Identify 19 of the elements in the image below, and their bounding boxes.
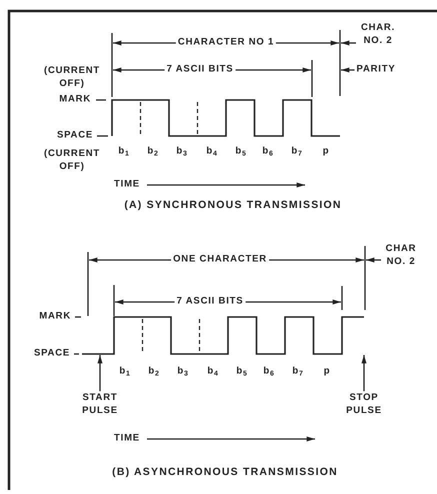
leader-arrow bbox=[362, 355, 366, 392]
bit-label: b$_{7}$ bbox=[289, 146, 305, 158]
bit-label: b$_{4}$ bbox=[204, 146, 220, 158]
bit-label: b$_{6}$ bbox=[261, 366, 277, 378]
bit-label: b$_{6}$ bbox=[260, 146, 276, 158]
bit-label: b$_{1}$ bbox=[116, 146, 132, 158]
bit-label: b$_{3}$ bbox=[175, 366, 191, 378]
leader-arrow bbox=[98, 355, 102, 392]
bit-label: p bbox=[322, 366, 332, 378]
bit-label: b$_{4}$ bbox=[205, 366, 221, 378]
bit-label: b$_{1}$ bbox=[117, 366, 133, 378]
bit-label: b$_{2}$ bbox=[145, 146, 161, 158]
bit-label: b$_{5}$ bbox=[233, 146, 249, 158]
waveform-drawing bbox=[82, 316, 364, 355]
bit-label: b$_{3}$ bbox=[174, 146, 190, 158]
bit-label: b$_{2}$ bbox=[146, 366, 162, 378]
bit-label: b$_{5}$ bbox=[234, 366, 250, 378]
bit-label: b$_{7}$ bbox=[290, 366, 306, 378]
bit-label: p bbox=[320, 146, 332, 158]
